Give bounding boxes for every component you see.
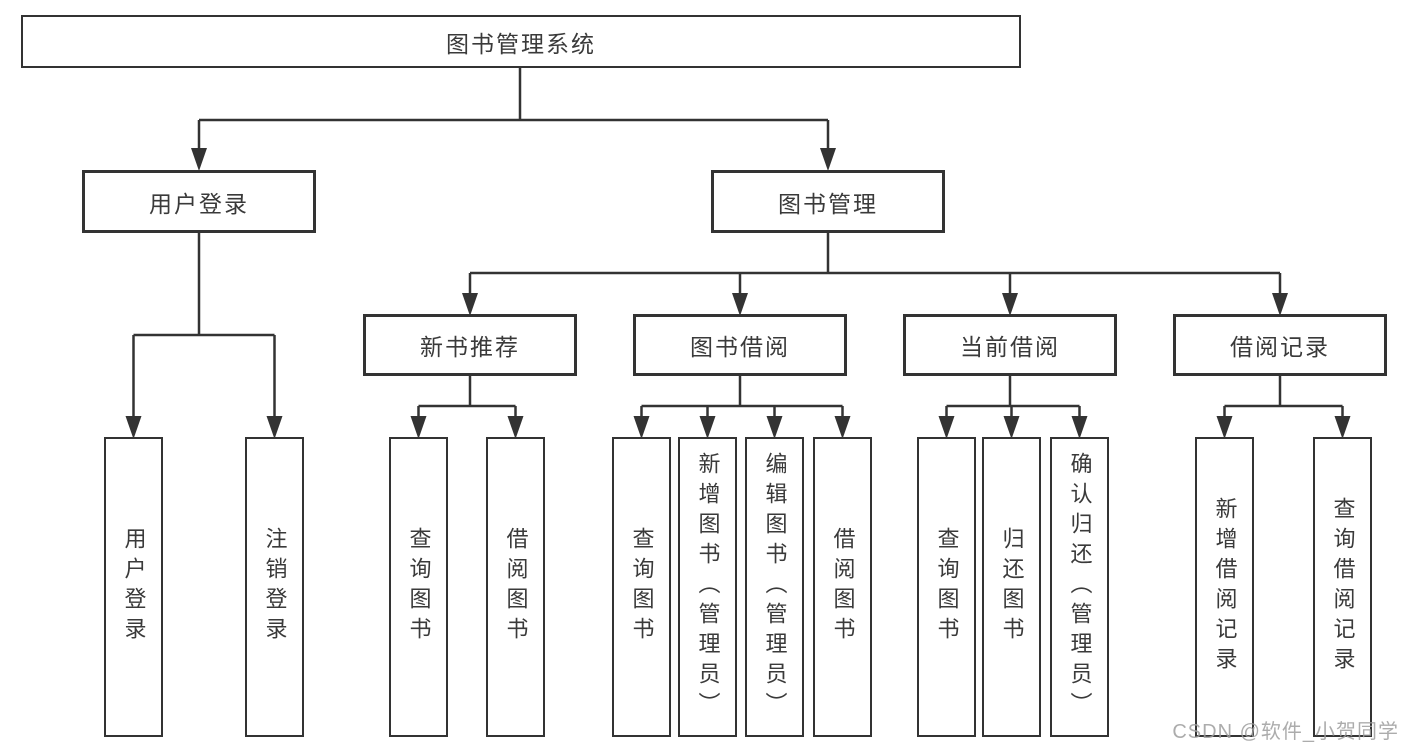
node-label: 新书推荐 <box>420 334 520 360</box>
leaf-label: 查询图书 <box>629 527 655 647</box>
csdn-watermark: CSDN @软件_小贺同学 <box>1172 721 1399 743</box>
leaf-label: 注销登录 <box>262 527 288 647</box>
leaf-current-confirm-return-admin: 确认归还（管理员） <box>1050 437 1109 737</box>
leaf-current-return-book: 归还图书 <box>982 437 1041 737</box>
arrow-down-icon <box>766 416 783 439</box>
node-label: 图书管理 <box>778 190 878 217</box>
leaf-borrow-query-book: 查询图书 <box>612 437 671 737</box>
leaf-label: 用户登录 <box>121 527 147 647</box>
arrow-down-icon <box>1071 416 1088 439</box>
leaf-records-query-record: 查询借阅记录 <box>1313 437 1372 737</box>
connector-user-login-branch <box>132 233 276 420</box>
arrow-down-icon <box>191 148 207 171</box>
leaf-label: 借阅图书 <box>830 527 856 647</box>
arrow-down-icon <box>507 416 524 439</box>
connector-borrow-records-branch <box>1223 376 1344 420</box>
leaf-label: 查询图书 <box>934 527 960 647</box>
leaf-label: 编辑图书（管理员） <box>762 452 788 722</box>
node-book-borrow: 图书借阅 <box>633 314 847 376</box>
node-book-management: 图书管理 <box>711 170 945 233</box>
node-user-login: 用户登录 <box>82 170 316 233</box>
connector-current-borrow-branch <box>945 376 1081 420</box>
node-label: 用户登录 <box>149 190 249 217</box>
arrow-down-icon <box>820 148 836 171</box>
leaf-borrow-edit-book-admin: 编辑图书（管理员） <box>745 437 804 737</box>
node-current-borrow: 当前借阅 <box>903 314 1117 376</box>
leaf-borrow-add-book-admin: 新增图书（管理员） <box>678 437 737 737</box>
connector-book-borrow-branch <box>640 376 844 420</box>
connector-new-book-branch <box>417 376 517 420</box>
arrow-down-icon <box>938 416 955 439</box>
leaf-label: 新增借阅记录 <box>1212 497 1238 677</box>
leaf-borrow-borrow-book: 借阅图书 <box>813 437 872 737</box>
node-new-book-recommend: 新书推荐 <box>363 314 577 376</box>
arrow-down-icon <box>699 416 716 439</box>
node-label: 图书管理系统 <box>446 30 596 57</box>
arrow-down-icon <box>462 293 478 316</box>
node-borrow-records: 借阅记录 <box>1173 314 1387 376</box>
leaf-logout: 注销登录 <box>245 437 304 737</box>
leaf-label: 归还图书 <box>999 527 1025 647</box>
arrow-down-icon <box>633 416 650 439</box>
node-label: 图书借阅 <box>690 334 790 360</box>
leaf-label: 查询借阅记录 <box>1330 497 1356 677</box>
leaf-label: 借阅图书 <box>503 527 529 647</box>
leaf-current-query-book: 查询图书 <box>917 437 976 737</box>
leaf-label: 新增图书（管理员） <box>695 452 721 722</box>
arrow-down-icon <box>410 416 427 439</box>
arrow-down-icon <box>1334 416 1351 439</box>
node-library-management-system: 图书管理系统 <box>21 15 1021 68</box>
arrow-down-icon <box>1003 416 1020 439</box>
arrow-down-icon <box>125 416 142 439</box>
arrow-down-icon <box>834 416 851 439</box>
leaf-recommend-query-book: 查询图书 <box>389 437 448 737</box>
arrow-down-icon <box>1216 416 1233 439</box>
leaf-records-add-record: 新增借阅记录 <box>1195 437 1254 737</box>
leaf-label: 确认归还（管理员） <box>1067 452 1093 722</box>
connector-root-branch <box>197 67 830 152</box>
arrow-down-icon <box>1272 293 1288 316</box>
leaf-recommend-borrow-book: 借阅图书 <box>486 437 545 737</box>
arrow-down-icon <box>266 416 283 439</box>
connector-book-management-branch <box>468 233 1282 300</box>
arrow-down-icon <box>732 293 748 316</box>
leaf-user-login: 用户登录 <box>104 437 163 737</box>
node-label: 借阅记录 <box>1230 334 1330 360</box>
leaf-label: 查询图书 <box>406 527 432 647</box>
arrow-down-icon <box>1002 293 1018 316</box>
arrowheads <box>125 148 1351 439</box>
node-label: 当前借阅 <box>960 334 1060 360</box>
